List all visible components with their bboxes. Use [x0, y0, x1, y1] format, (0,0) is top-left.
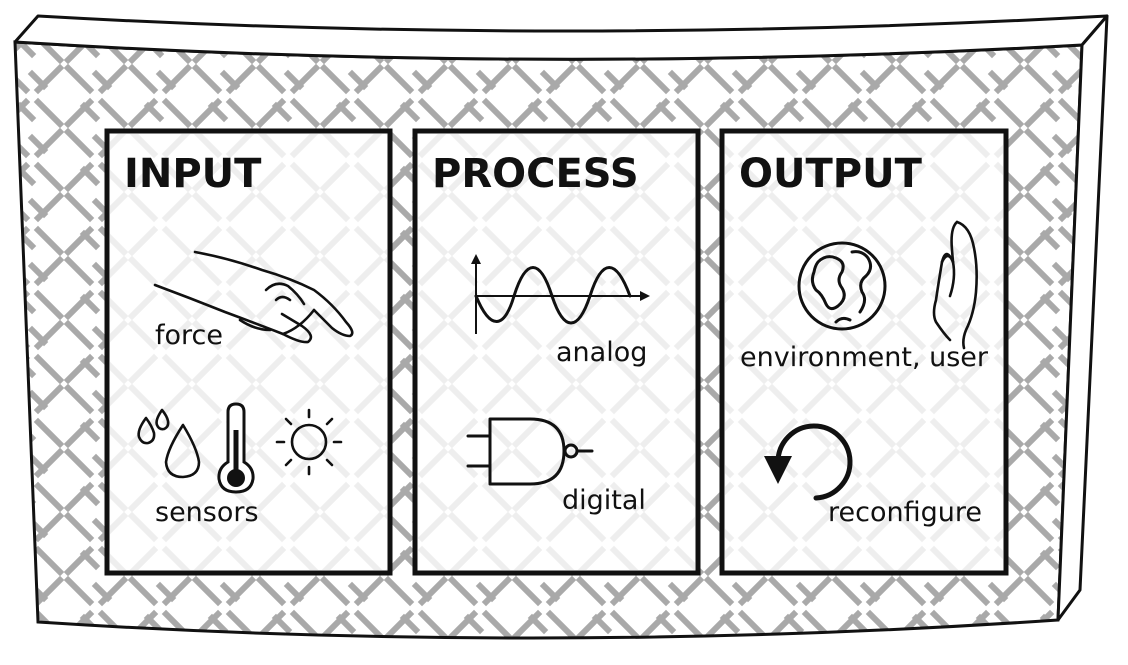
globe-icon	[797, 241, 887, 331]
panel-title-input: INPUT	[124, 151, 262, 197]
label-analog: analog	[556, 337, 647, 368]
label-force: force	[155, 320, 223, 351]
label-reconfigure: reconfigure	[828, 497, 982, 528]
water-drops-icon	[137, 408, 201, 479]
label-sensors: sensors	[155, 497, 259, 528]
sun-icon	[275, 408, 343, 476]
reconfigure-arrow-icon	[764, 423, 853, 501]
label-digital: digital	[562, 485, 646, 516]
raised-hand-icon	[932, 220, 978, 350]
panel-input: INPUT force	[104, 128, 393, 576]
label-environment-user: environment, user	[740, 342, 989, 373]
panel-output: OUTPUT environment, user reconfigure	[719, 128, 1009, 576]
panel-process: PROCESS analog digital	[412, 128, 701, 576]
sine-wave-icon	[471, 254, 650, 334]
panel-title-process: PROCESS	[432, 151, 639, 197]
thermometer-icon	[217, 402, 255, 494]
hand-pressing-icon	[153, 250, 354, 344]
nand-gate-icon	[466, 417, 594, 486]
panel-title-output: OUTPUT	[739, 151, 923, 197]
